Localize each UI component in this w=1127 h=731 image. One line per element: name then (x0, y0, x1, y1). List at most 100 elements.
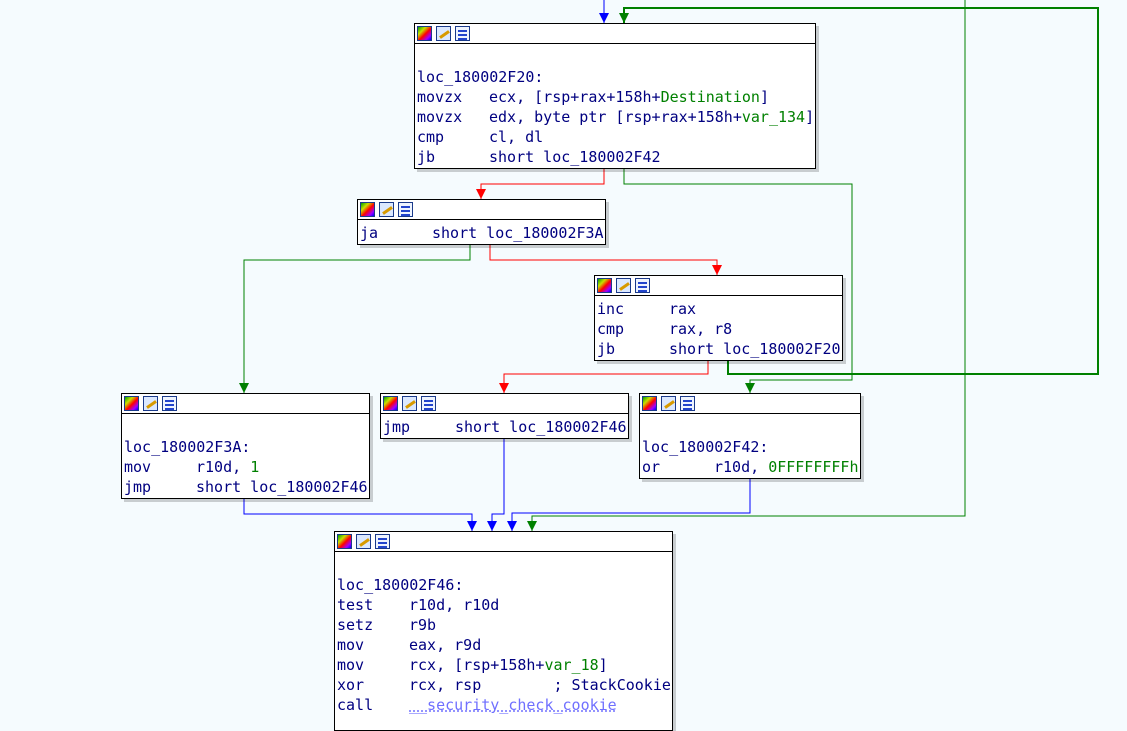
symbol-name[interactable]: Destination (660, 88, 760, 106)
color-palette-icon[interactable] (337, 534, 352, 549)
mnemonic: movzx (417, 88, 463, 106)
edge-n3-false (503, 361, 709, 393)
operand-text: ] (598, 656, 608, 674)
operands: cl, dl (489, 128, 543, 146)
operands: short loc_180002F42 (489, 148, 661, 166)
function-name[interactable]: __security_check_cookie (409, 696, 617, 714)
mnemonic: jmp (383, 418, 411, 436)
mnemonic: mov (124, 458, 152, 476)
operand-text: ecx, [rsp+rax+158h+ (489, 88, 661, 106)
operands: rcx, [rsp+158h+var_18] (409, 656, 608, 674)
block-label[interactable]: loc_180002F46: (337, 576, 464, 594)
arrowhead-icon (599, 13, 609, 23)
operands: short loc_180002F3A (432, 224, 604, 242)
operands: short loc_180002F46 (455, 418, 627, 436)
graph-overview-icon[interactable] (635, 278, 650, 293)
color-palette-icon[interactable] (124, 396, 139, 411)
symbol-name[interactable]: 0FFFFFFFFh (768, 458, 859, 476)
color-palette-icon[interactable] (417, 26, 432, 41)
arrowhead-icon (467, 521, 477, 531)
block-label[interactable]: loc_180002F3A: (124, 438, 251, 456)
color-palette-icon[interactable] (383, 396, 398, 411)
edit-pencil-icon[interactable] (379, 202, 394, 217)
block-header (640, 394, 860, 414)
operands: short loc_180002F46 (196, 478, 368, 496)
arrowhead-icon (507, 521, 517, 531)
instruction-line[interactable]: call __security_check_cookie (337, 695, 670, 715)
symbol-name[interactable]: var_134 (741, 108, 806, 126)
arrowhead-icon (619, 13, 629, 23)
mnemonic: inc (597, 300, 625, 318)
edge-n4-out (243, 499, 473, 531)
operand-text: short loc_180002F3A (432, 224, 604, 242)
operand-text: r10d, r10d (409, 596, 500, 614)
graph-overview-icon[interactable] (375, 534, 390, 549)
block-code: jmp short loc_180002F46 (381, 414, 628, 437)
mnemonic: movzx (417, 108, 463, 126)
operands: r10d, r10d (409, 596, 499, 614)
block-header (381, 394, 628, 414)
instruction-line[interactable]: jmp short loc_180002F46 (124, 477, 368, 497)
block-label[interactable]: loc_180002F42: (642, 438, 769, 456)
instruction-line[interactable]: cmp rax, r8 (597, 319, 840, 339)
graph-overview-icon[interactable] (162, 396, 177, 411)
operand-text: short loc_180002F46 (455, 418, 627, 436)
basic-block-jmp[interactable]: jmp short loc_180002F46 (380, 393, 629, 439)
mnemonic: cmp (597, 320, 625, 338)
edit-pencil-icon[interactable] (616, 278, 631, 293)
instruction-line[interactable]: movzx edx, byte ptr [rsp+rax+158h+var_134… (417, 107, 814, 127)
edge-n2-false (489, 245, 718, 275)
block-label[interactable]: loc_180002F20: (417, 68, 544, 86)
operand-text: cl, dl (489, 128, 544, 146)
instruction-line[interactable]: inc rax (597, 299, 840, 319)
arrowhead-icon (499, 383, 509, 393)
color-palette-icon[interactable] (642, 396, 657, 411)
mnemonic: call (337, 696, 374, 714)
instruction-line[interactable]: jmp short loc_180002F46 (383, 417, 627, 437)
block-code: loc_180002F20:movzx ecx, [rsp+rax+158h+De… (415, 44, 815, 167)
graph-overview-icon[interactable] (398, 202, 413, 217)
graph-overview-icon[interactable] (455, 26, 470, 41)
edit-pencil-icon[interactable] (402, 396, 417, 411)
operands: edx, byte ptr [rsp+rax+158h+var_134] (489, 108, 814, 126)
operand-text: short loc_180002F46 (196, 478, 368, 496)
color-palette-icon[interactable] (360, 202, 375, 217)
operand-text: rax, r8 (669, 320, 733, 338)
mnemonic: jmp (124, 478, 152, 496)
color-palette-icon[interactable] (597, 278, 612, 293)
edit-pencil-icon[interactable] (356, 534, 371, 549)
symbol-name[interactable]: 1 (250, 458, 260, 476)
edit-pencil-icon[interactable] (436, 26, 451, 41)
operands: rax, r8 (669, 320, 732, 338)
operands: rax (669, 300, 696, 318)
edit-pencil-icon[interactable] (143, 396, 158, 411)
graph-overview-icon[interactable] (680, 396, 695, 411)
edit-pencil-icon[interactable] (661, 396, 676, 411)
block-header (335, 532, 672, 552)
symbol-name[interactable]: var_18 (544, 656, 599, 674)
blank-line (124, 417, 367, 437)
edge-n2-true (243, 245, 471, 393)
basic-block-loc-180002F20[interactable]: loc_180002F20:movzx ecx, [rsp+rax+158h+De… (414, 23, 816, 169)
graph-overview-icon[interactable] (421, 396, 436, 411)
operands: r10d, 0FFFFFFFFh (714, 458, 859, 476)
